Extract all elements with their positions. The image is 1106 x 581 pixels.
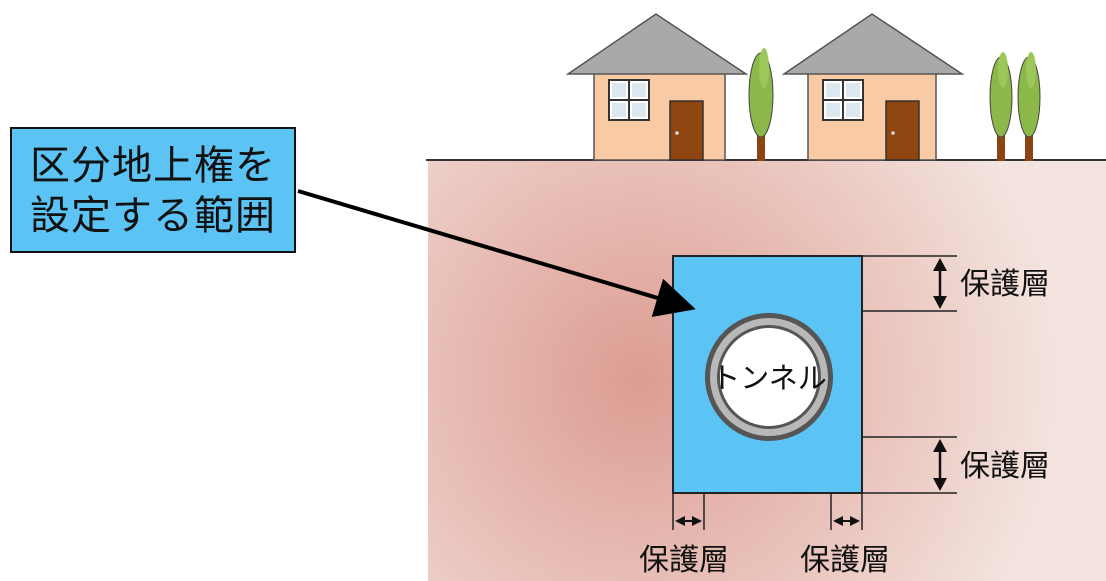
callout-arrow [297,189,696,318]
tree-icon [748,48,774,161]
tunnel: トンネル [705,313,833,441]
tree-icon [989,52,1013,161]
door-icon [885,100,920,161]
protective-layer-right-dimension [830,493,863,530]
protective-layer-bottom-label: 保護層 [960,449,1050,484]
protective-layer-left-dimension [672,493,705,530]
callout-line-2: 設定する範囲 [30,193,276,239]
callout-box: 区分地上権を 設定する範囲 [10,127,296,253]
tunnel-label: トンネル [711,361,826,395]
callout-line-1: 区分地上権を [30,143,276,189]
protective-layer-right-label: 保護層 [800,543,890,578]
protective-layer-left-label: 保護層 [639,543,729,578]
house-2 [781,13,965,161]
window-icon [822,79,864,121]
door-icon [669,100,704,161]
window-icon [608,79,650,121]
protective-layer-bottom-dimension [863,436,957,494]
protective-layer-top-dimension [863,255,957,312]
house-1 [565,13,749,161]
protective-layer-top-label: 保護層 [960,267,1050,302]
tree-icon [1017,52,1041,161]
